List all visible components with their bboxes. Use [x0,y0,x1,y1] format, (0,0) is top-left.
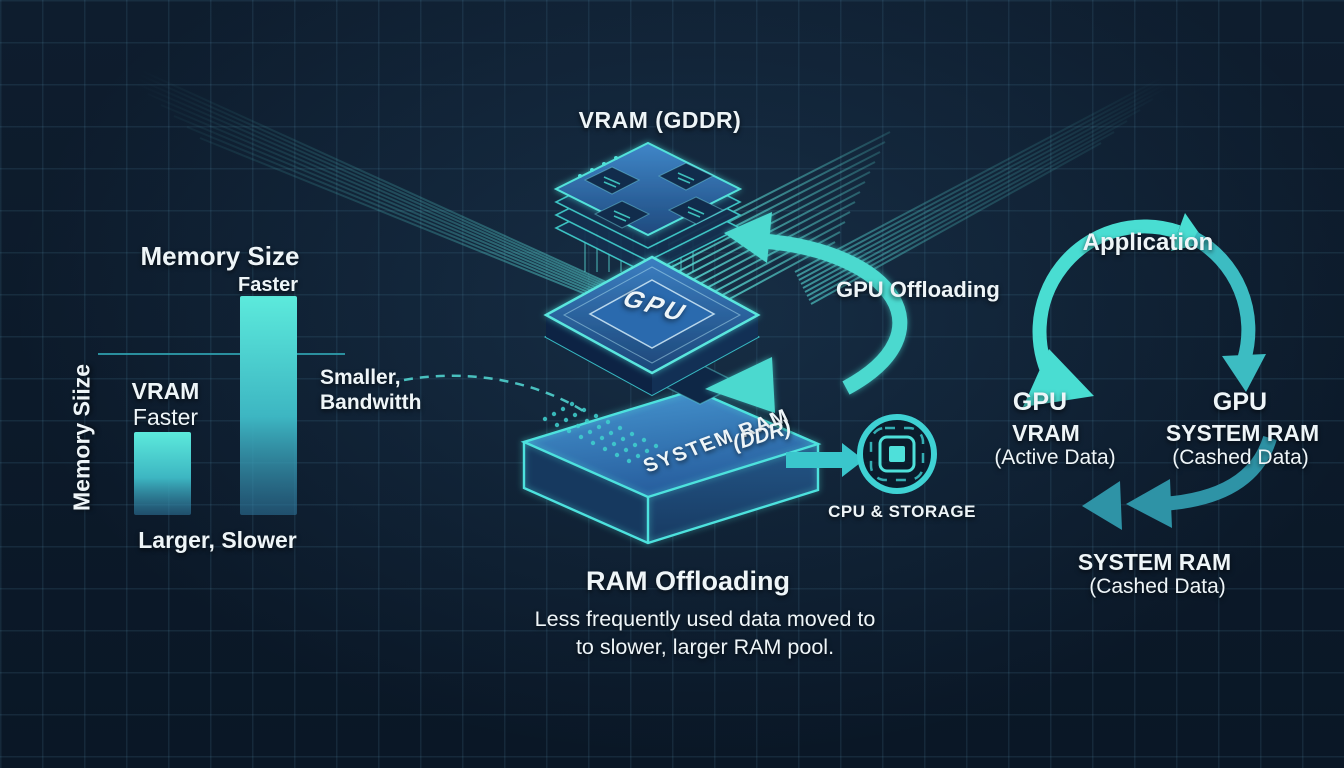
memory-chart-y-axis-label: Memory Siize [68,364,95,511]
small-bar-label-line2: Faster [132,404,199,430]
app-left-node-vram: VRAM [1012,420,1080,446]
arrowhead-to-right-gpu [1222,354,1266,392]
cpu-storage-label: CPU & STORAGE [828,502,976,521]
dashed-annotation-line [403,374,589,416]
tall-bar-label: Faster [237,274,299,296]
memory-chart-title: Memory Size [140,241,300,271]
bar-system-ram [240,296,297,515]
memory-chart-x-axis-label: Larger, Slower [138,527,297,553]
light-streaks-right [794,54,1206,305]
app-bottom-node-cashed-data: (Cashed Data) [1089,575,1226,598]
memory-bar-chart [98,296,350,517]
vram-module-title: VRAM (GDDR) [578,107,742,133]
app-bottom-node-system-ram: SYSTEM RAM [1077,549,1232,575]
system-ram-illustration [520,388,822,545]
chart-annotation-line2: Bandwitth [320,391,422,414]
bar-vram [134,432,191,515]
ram-offloading-description-line1: Less frequently used data moved to [534,607,876,631]
app-right-node-gpu: GPU [1212,388,1268,416]
light-streaks-left [95,49,661,325]
arrowhead-down-left [705,357,775,413]
gpu-chip-illustration [543,255,761,405]
app-right-node-cashed-data: (Cashed Data) [1172,446,1309,469]
ram-dot-matrix [542,401,659,464]
arrowhead-to-system-ram [1126,479,1172,528]
ram-offloading-title: RAM Offloading [586,566,790,596]
cpu-chip-icon [857,414,937,494]
gpu-offloading-arc [705,212,908,413]
application-cycle-arcs [1023,213,1277,530]
detached-arrowhead [1082,481,1122,530]
app-left-node-active-data: (Active Data) [994,446,1116,469]
app-left-node-gpu: GPU [1012,388,1068,416]
gpu-offloading-label: GPU Offloading [836,277,1000,302]
small-bar-label-line1: VRAM [131,378,200,404]
application-title: Application [1082,229,1214,256]
ram-offloading-description-line2: to slower, larger RAM pool. [575,635,835,659]
app-right-node-system-ram: SYSTEM RAM [1165,420,1320,446]
chart-annotation-line1: Smaller, [320,366,401,389]
vram-stack-illustration [553,141,743,275]
arrowhead-to-left-gpu [1023,349,1094,407]
ram-to-cpu-arrow [786,443,864,477]
arrowhead-up-left [724,212,772,263]
